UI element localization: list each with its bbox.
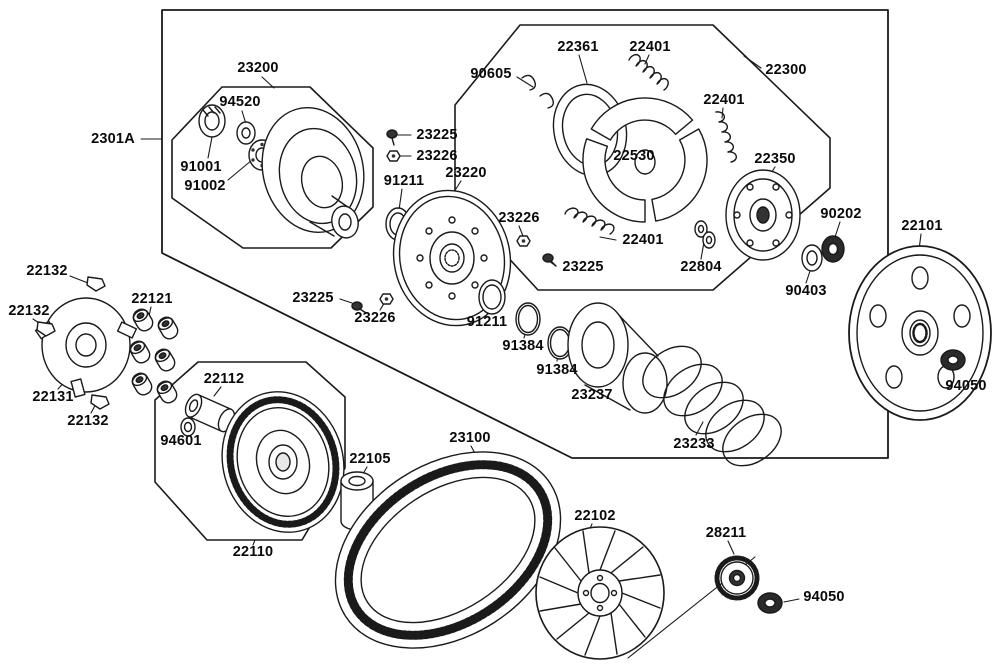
part-label-23100-40: 23100 bbox=[449, 430, 491, 446]
part-label-90202-21: 90202 bbox=[820, 206, 862, 222]
part-label-28211-42: 28211 bbox=[705, 525, 747, 541]
nut-23226-b bbox=[516, 235, 531, 247]
movable-driven-face-23237 bbox=[567, 302, 668, 414]
driver-plate-22350 bbox=[725, 169, 801, 261]
movable-drive-face-22110 bbox=[221, 391, 345, 533]
part-label-91211-7: 91211 bbox=[383, 173, 425, 189]
part-label-22350-15: 22350 bbox=[754, 151, 796, 167]
drive-face-group-frame bbox=[171, 86, 374, 249]
locknut-90202 bbox=[821, 235, 845, 263]
slide-piece-22132-c bbox=[90, 394, 110, 410]
main-assembly-frame bbox=[161, 9, 889, 459]
part-label-23225-24: 23225 bbox=[292, 290, 334, 306]
part-label-22132-31: 22132 bbox=[26, 263, 68, 279]
clutch-drum-22101 bbox=[848, 245, 992, 421]
retainer-90605 bbox=[521, 74, 555, 109]
gear-28211 bbox=[714, 555, 760, 601]
clutch-spring-22401-b bbox=[715, 111, 738, 163]
part-label-22530-14: 22530 bbox=[613, 148, 655, 164]
part-label-22101-22: 22101 bbox=[901, 218, 943, 234]
part-label-22401-13: 22401 bbox=[703, 92, 745, 108]
part-label-22361-10: 22361 bbox=[557, 39, 599, 55]
bolt-23225-a bbox=[386, 129, 398, 146]
part-label-22102-41: 22102 bbox=[574, 508, 616, 524]
roller-weights-22121 bbox=[129, 308, 179, 404]
part-label-94050-43: 94050 bbox=[803, 589, 845, 605]
drive-belt-23100 bbox=[334, 451, 562, 649]
flange-nut-94050-bottom bbox=[757, 592, 783, 614]
part-label-22121-33: 22121 bbox=[131, 291, 173, 307]
clutch-spring-22401-c bbox=[564, 207, 615, 235]
fan-22102 bbox=[535, 526, 665, 660]
part-label-22401-17: 22401 bbox=[622, 232, 664, 248]
washers-22804 bbox=[694, 220, 716, 249]
part-label-90605-9: 90605 bbox=[470, 66, 512, 82]
part-label-23226-6: 23226 bbox=[416, 148, 458, 164]
movable-drive-face-group-frame bbox=[154, 361, 346, 541]
oil-seal-91211-b bbox=[478, 279, 506, 315]
ramp-plate-22131 bbox=[34, 297, 138, 398]
nut-23226-c bbox=[379, 293, 394, 305]
part-label-23226-25: 23226 bbox=[354, 310, 396, 326]
part-label-94520-2: 94520 bbox=[219, 94, 261, 110]
bolt-23225-c bbox=[351, 301, 367, 314]
part-label-23220-8: 23220 bbox=[445, 165, 487, 181]
part-label-22132-32: 22132 bbox=[8, 303, 50, 319]
part-label-90403-20: 90403 bbox=[785, 283, 827, 299]
part-label-23200-1: 23200 bbox=[237, 60, 279, 76]
slide-piece-22132-b bbox=[36, 321, 56, 337]
part-label-22105-38: 22105 bbox=[349, 451, 391, 467]
part-label-23233-30: 23233 bbox=[673, 436, 715, 452]
part-label-22110-39: 22110 bbox=[232, 544, 274, 560]
part-label-94601-37: 94601 bbox=[160, 433, 202, 449]
slide-piece-22132-a bbox=[86, 276, 106, 292]
nut-23226-a bbox=[386, 150, 401, 162]
part-label-22300-12: 22300 bbox=[765, 62, 807, 78]
spring-23233 bbox=[642, 345, 782, 467]
part-label-22131-34: 22131 bbox=[32, 389, 74, 405]
bolt-23225-b bbox=[542, 253, 557, 267]
part-label-23225-5: 23225 bbox=[416, 127, 458, 143]
part-label-91384-27: 91384 bbox=[502, 338, 544, 354]
part-label-94050-23: 94050 bbox=[945, 378, 987, 394]
part-label-91001-3: 91001 bbox=[180, 159, 222, 175]
clutch-shoes-22530 bbox=[582, 97, 708, 223]
part-label-22132-35: 22132 bbox=[67, 413, 109, 429]
part-label-2301A-0: 2301A bbox=[91, 131, 135, 147]
part-label-91002-4: 91002 bbox=[184, 178, 226, 194]
part-label-23237-29: 23237 bbox=[571, 387, 613, 403]
washer-90403 bbox=[801, 244, 823, 272]
clutch-group-frame bbox=[454, 24, 831, 291]
part-label-91211-26: 91211 bbox=[466, 314, 508, 330]
drive-face-fixed bbox=[261, 106, 365, 239]
o-ring-91384-a bbox=[515, 302, 541, 336]
needle-bearing-91001 bbox=[198, 104, 226, 138]
part-label-23226-16: 23226 bbox=[498, 210, 540, 226]
washer-94520 bbox=[236, 121, 256, 145]
o-ring-91384-b bbox=[547, 326, 573, 360]
part-label-91384-28: 91384 bbox=[536, 362, 578, 378]
ring-94601 bbox=[180, 417, 196, 437]
flange-nut-94050-right bbox=[940, 349, 966, 371]
part-label-23225-18: 23225 bbox=[562, 259, 604, 275]
part-label-22112-36: 22112 bbox=[203, 371, 245, 387]
part-label-22804-19: 22804 bbox=[680, 259, 722, 275]
part-label-22401-11: 22401 bbox=[629, 39, 671, 55]
clutch-spring-22401-a bbox=[628, 54, 669, 91]
